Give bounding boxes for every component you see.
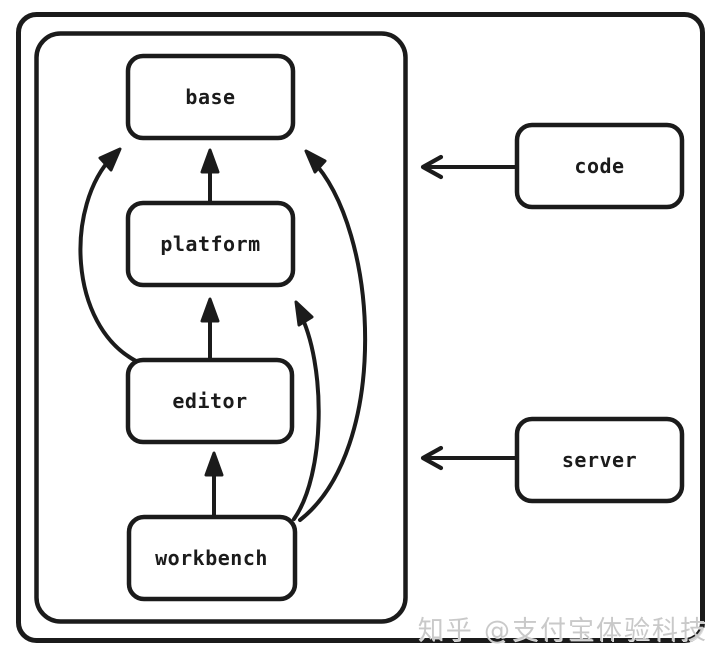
node-workbench: workbench <box>126 514 298 602</box>
node-base-label: base <box>185 85 235 109</box>
node-base-box <box>125 53 296 141</box>
edge-platform-to-base <box>200 148 220 206</box>
node-editor-box <box>125 357 295 445</box>
node-server-label: server <box>562 448 637 472</box>
node-editor: editor <box>125 357 295 445</box>
node-workbench-label: workbench <box>155 546 268 570</box>
edge-code-to-container <box>420 154 518 180</box>
outer-border <box>16 12 705 643</box>
edge-editor-to-base <box>78 147 138 363</box>
edge-editor-to-platform <box>200 297 220 363</box>
node-code: code <box>514 122 685 210</box>
node-base: base <box>125 53 296 141</box>
edge-server-to-container <box>420 445 518 471</box>
node-platform-box <box>125 200 296 288</box>
node-workbench-box <box>126 514 298 602</box>
node-editor-label: editor <box>172 389 247 413</box>
node-platform-label: platform <box>160 232 260 256</box>
node-code-box <box>514 122 685 210</box>
edge-workbench-to-editor <box>204 451 224 520</box>
edge-workbench-to-platform <box>292 300 321 521</box>
watermark: 知乎 @支付宝体验科技 <box>417 616 708 646</box>
node-server: server <box>514 416 685 504</box>
node-server-box <box>514 416 685 504</box>
node-code-label: code <box>574 154 624 178</box>
edge-workbench-to-base <box>298 149 368 522</box>
layers-container <box>34 31 408 624</box>
node-platform: platform <box>125 200 296 288</box>
